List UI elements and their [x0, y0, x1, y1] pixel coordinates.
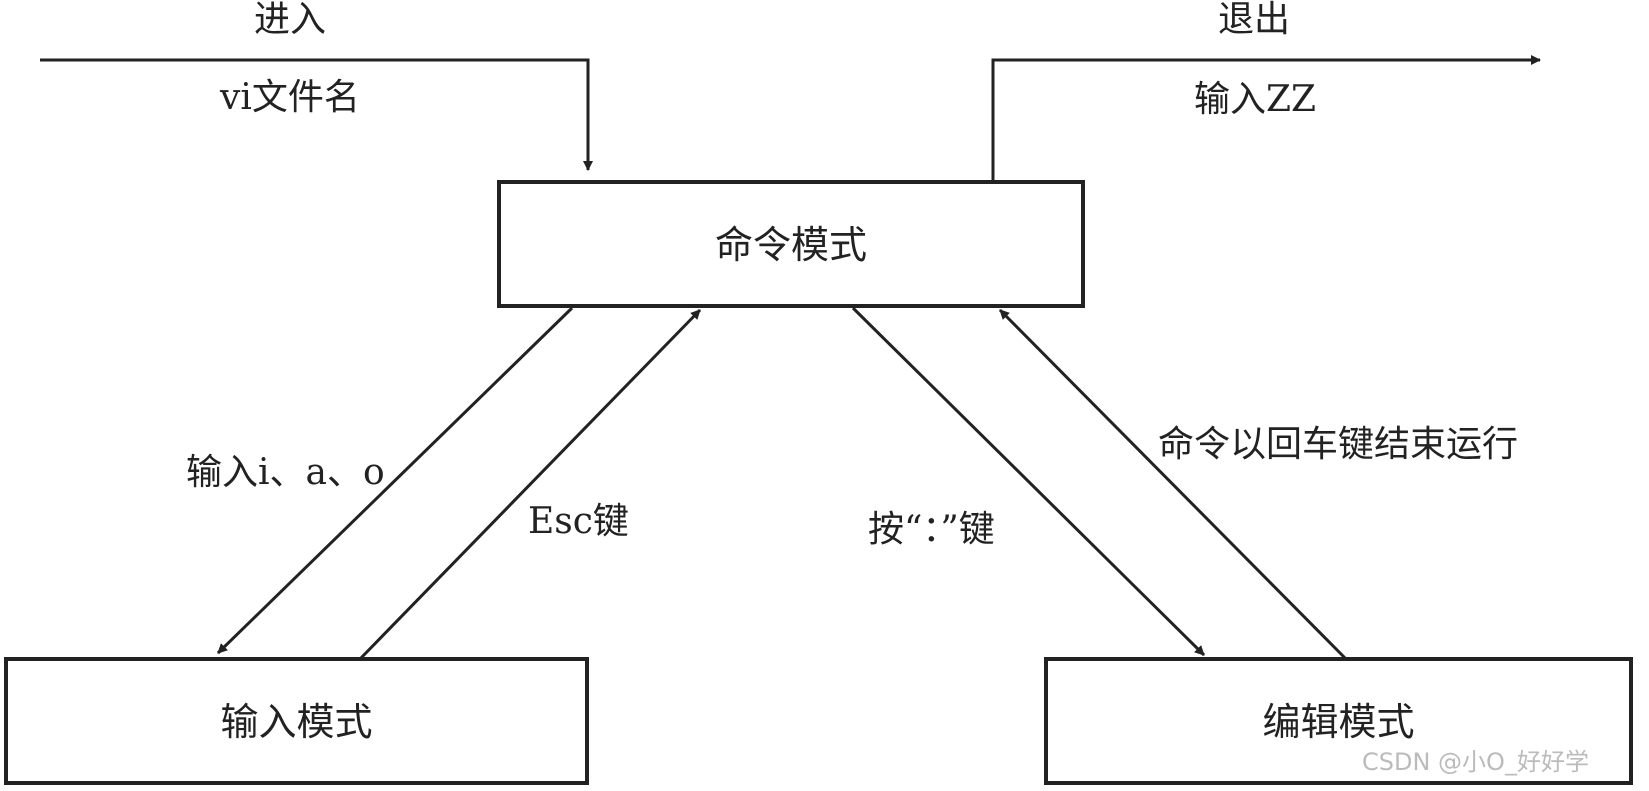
esc-arrow [358, 308, 702, 661]
input-mode-label: 输入模式 [220, 700, 373, 744]
vi-filename-label: vi文件名 [220, 77, 360, 118]
to-input-arrow [216, 306, 574, 655]
enter-label: 进入 [254, 0, 327, 40]
watermark: CSDN @小O_好好学 [1362, 748, 1589, 776]
command-mode-label: 命令模式 [714, 223, 867, 267]
enter-run-arrow [998, 308, 1348, 661]
input-iao-label: 输入i、a、o [186, 452, 385, 493]
esc-key-label: Esc键 [528, 501, 629, 542]
input-zz-label: 输入ZZ [1194, 79, 1317, 120]
enter-run-label: 命令以回车键结束运行 [1158, 424, 1519, 465]
edit-mode-label: 编辑模式 [1262, 700, 1415, 744]
edit-mode-box [1044, 657, 1633, 785]
colon-key-label: 按“：”键 [868, 509, 995, 550]
input-mode-box [4, 657, 589, 785]
command-mode-box [497, 180, 1085, 308]
enter-arrow [40, 58, 593, 171]
exit-arrow [991, 55, 1541, 182]
to-edit-arrow [851, 306, 1206, 657]
exit-label: 退出 [1218, 0, 1291, 40]
